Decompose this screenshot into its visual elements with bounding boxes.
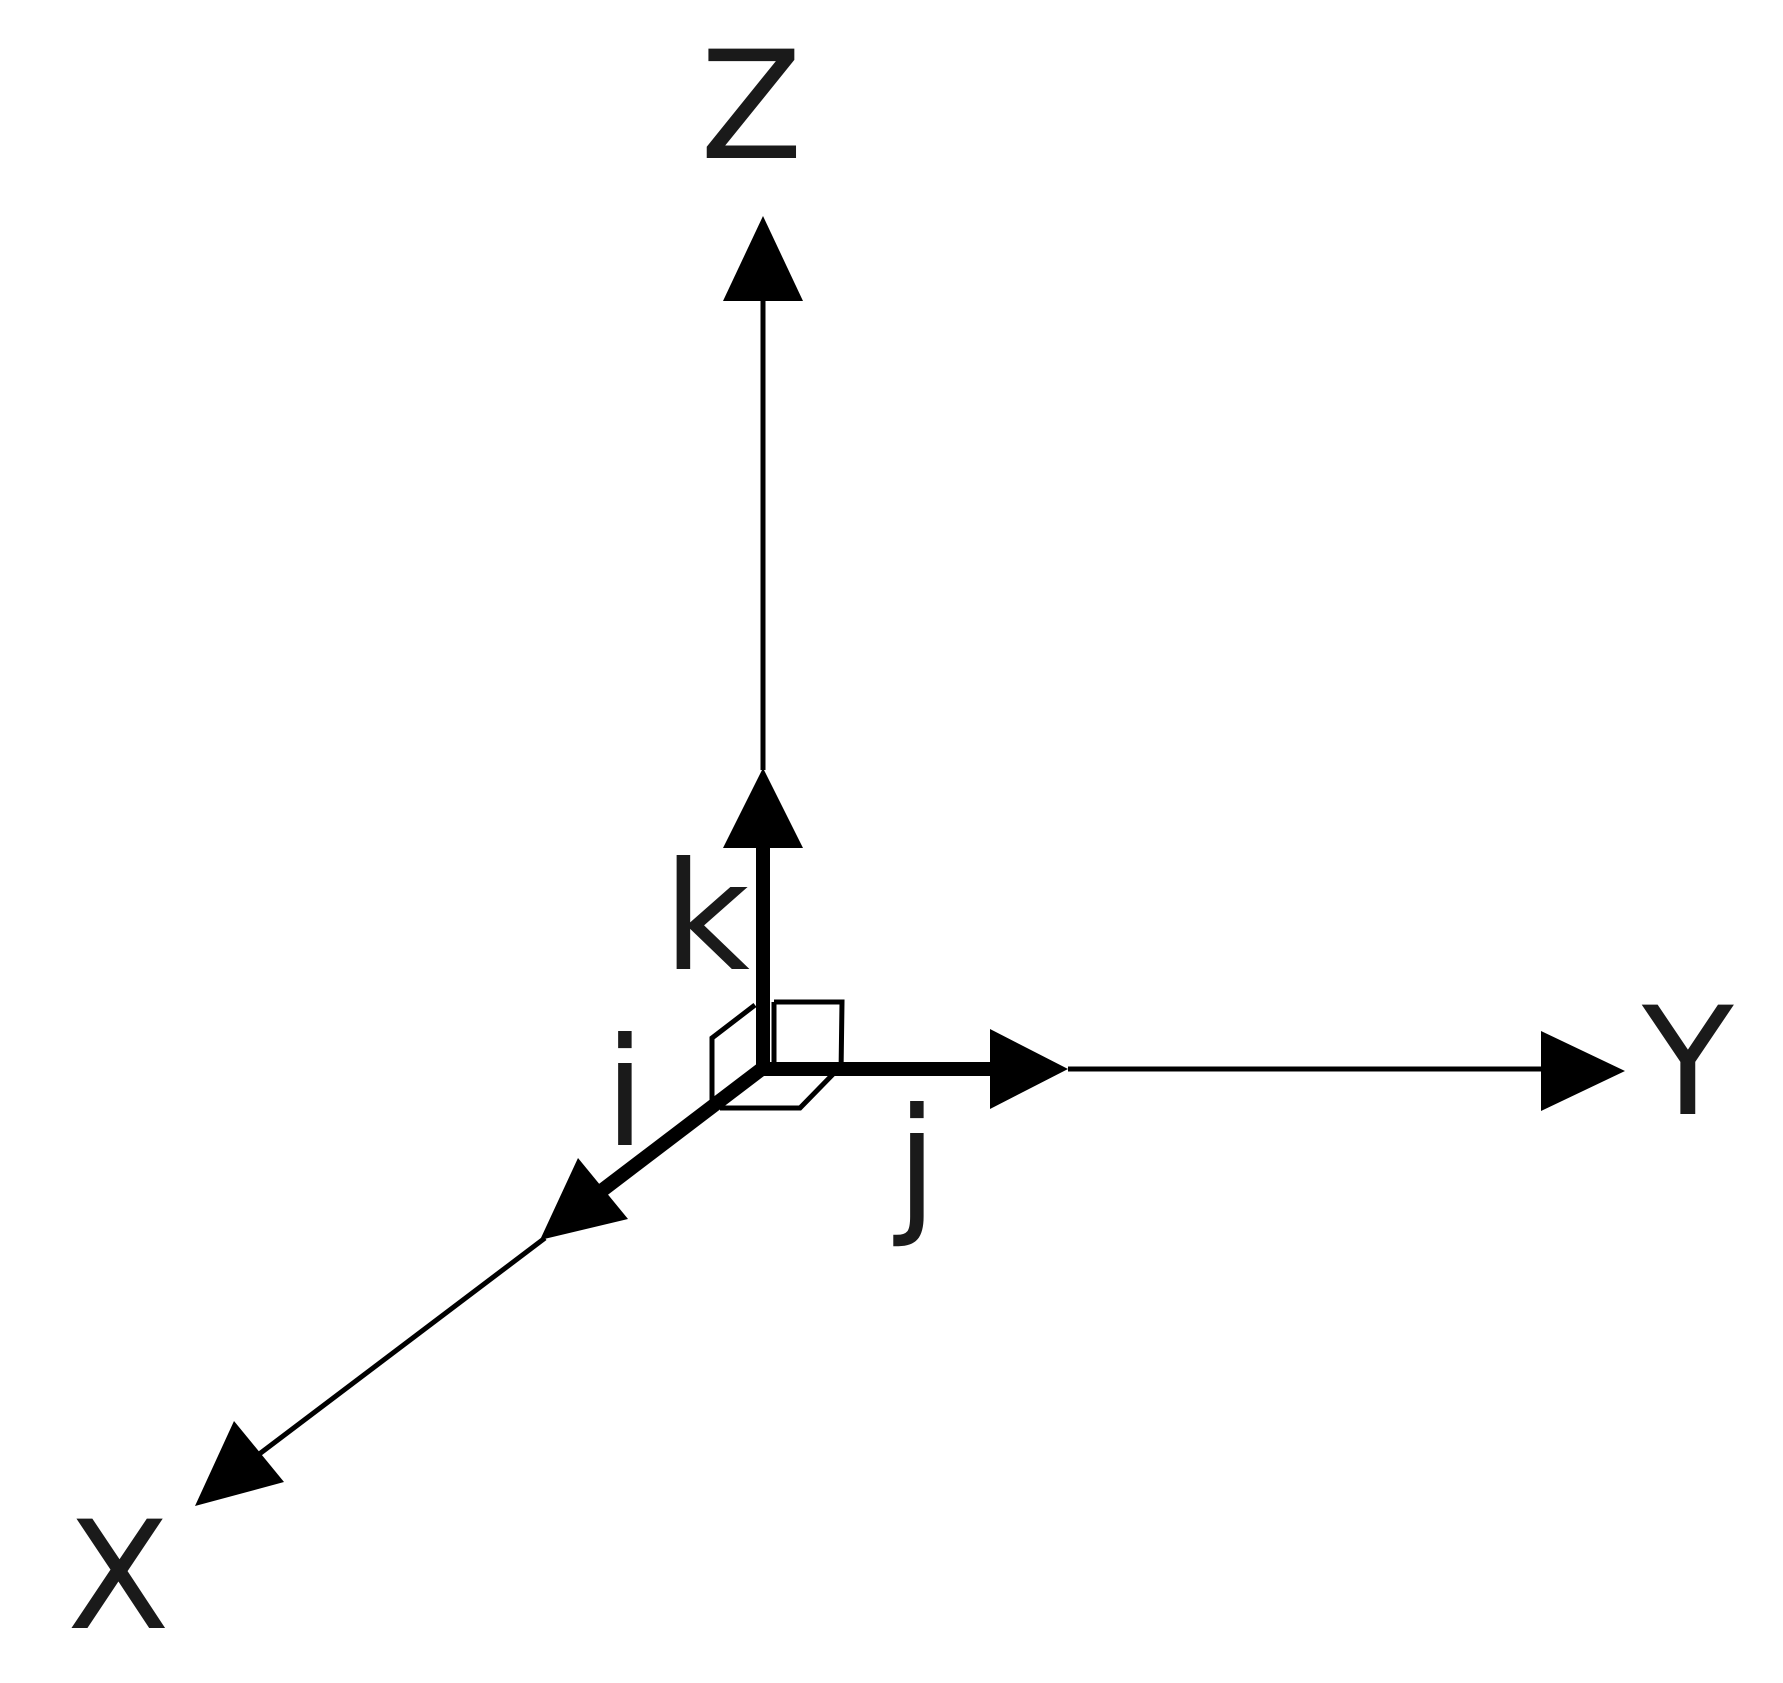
x-axis-arrowhead — [195, 1421, 284, 1506]
k-vector-label: k — [663, 831, 750, 1005]
z-axis-arrowhead — [723, 216, 803, 301]
j-vector-label: j — [893, 1077, 938, 1251]
origin-cube-top-face — [774, 999, 845, 1075]
i-vector-arrowhead — [540, 1158, 628, 1240]
origin-cube-bottom-face — [720, 1065, 842, 1111]
k-vector-arrowhead — [723, 768, 803, 848]
j-vector-arrowhead — [990, 1029, 1068, 1109]
x-axis-line — [256, 1236, 547, 1457]
i-vector-label: i — [604, 1007, 646, 1181]
y-axis-label: Y — [1641, 976, 1734, 1150]
y-axis-arrowhead — [1541, 1031, 1625, 1111]
x-axis-label: X — [67, 1490, 170, 1664]
origin-cube-left-face — [709, 1003, 757, 1112]
z-axis-label: Z — [700, 20, 803, 194]
i-vector-line — [591, 1062, 768, 1201]
